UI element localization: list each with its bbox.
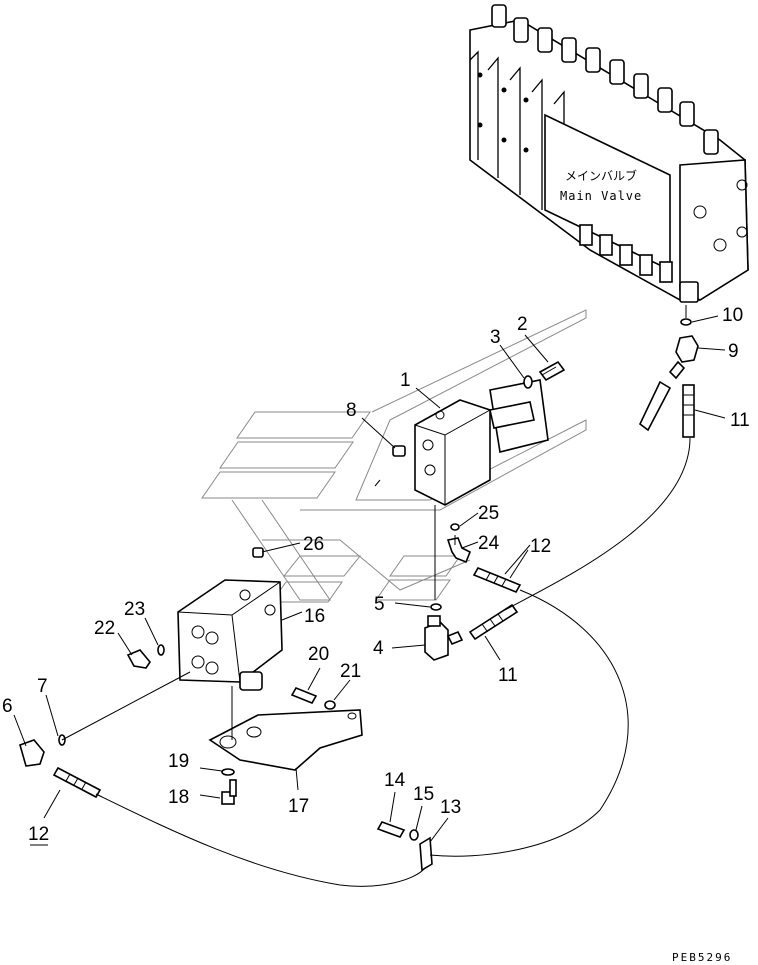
callout-8: 8 <box>346 400 357 421</box>
hose-fitting-left <box>638 380 672 432</box>
callout-12-lower: 12 <box>28 824 49 845</box>
callout-2: 2 <box>517 314 528 335</box>
callout-23: 23 <box>124 599 145 620</box>
callout-22: 22 <box>94 618 115 639</box>
callout-14: 14 <box>384 770 406 791</box>
callout-10: 10 <box>722 305 743 326</box>
part-4-fitting <box>424 615 464 661</box>
part-25-oring <box>450 523 460 531</box>
callout-16: 16 <box>304 606 325 627</box>
part-15-washer <box>409 829 419 841</box>
callout-25: 25 <box>478 503 499 524</box>
callout-20: 20 <box>308 644 329 665</box>
drawing-code: PEB5296 <box>672 951 732 964</box>
part-20-bolt <box>290 686 318 705</box>
main-valve-label-jp: メインバルブ <box>565 168 637 183</box>
part-14-bolt <box>376 821 406 838</box>
callout-12-upper: 12 <box>530 536 551 557</box>
callout-26: 26 <box>303 534 324 555</box>
callout-9: 9 <box>728 341 739 362</box>
callout-13: 13 <box>440 797 461 818</box>
part-12-hose-lower <box>52 766 102 799</box>
main-valve: メインバルブ Main Valve <box>469 4 749 303</box>
part-22-elbow <box>126 649 151 669</box>
part-24-elbow <box>446 537 472 564</box>
part-1-valve-block <box>414 379 549 506</box>
hose-lines <box>61 305 691 887</box>
part-8-plug <box>392 445 406 457</box>
callout-7: 7 <box>37 676 48 697</box>
part-9-elbow <box>668 335 699 380</box>
callout-4: 4 <box>373 638 384 659</box>
part-16-valve-block <box>177 579 283 691</box>
callout-15: 15 <box>413 784 434 805</box>
part-6-elbow <box>19 739 45 767</box>
callout-24: 24 <box>478 533 500 554</box>
part-23-oring <box>157 644 165 656</box>
callout-21: 21 <box>340 661 361 682</box>
part-11-hose-upper <box>682 384 695 438</box>
part-19-washer <box>221 768 235 776</box>
callout-6: 6 <box>2 696 13 717</box>
part-21-washer <box>324 700 336 710</box>
callout-labels: 1 2 3 4 5 6 7 8 9 10 11 11 12 12 13 14 1… <box>2 305 750 845</box>
callout-18: 18 <box>168 787 189 808</box>
part-5-oring <box>430 603 442 611</box>
callout-19: 19 <box>168 751 189 772</box>
callout-11-lower: 11 <box>498 665 518 686</box>
part-17-bracket <box>208 709 363 771</box>
callout-17: 17 <box>288 796 309 817</box>
callout-11-upper: 11 <box>730 410 750 431</box>
watermark-chevrons <box>201 309 587 603</box>
callout-1: 1 <box>400 370 411 391</box>
part-18-bolt <box>221 779 237 805</box>
part-2-bolt <box>538 360 566 382</box>
main-valve-label-en: Main Valve <box>560 189 642 203</box>
part-11-hose-lower <box>468 603 519 641</box>
callout-5: 5 <box>374 594 385 615</box>
leader-lines <box>13 315 726 843</box>
part-13-clamp <box>419 836 433 872</box>
callout-3: 3 <box>490 327 501 348</box>
part-12-hose-upper <box>472 566 522 594</box>
part-3-washer <box>523 375 533 389</box>
part-10-oring <box>680 318 692 326</box>
part-26-plug <box>252 547 264 558</box>
